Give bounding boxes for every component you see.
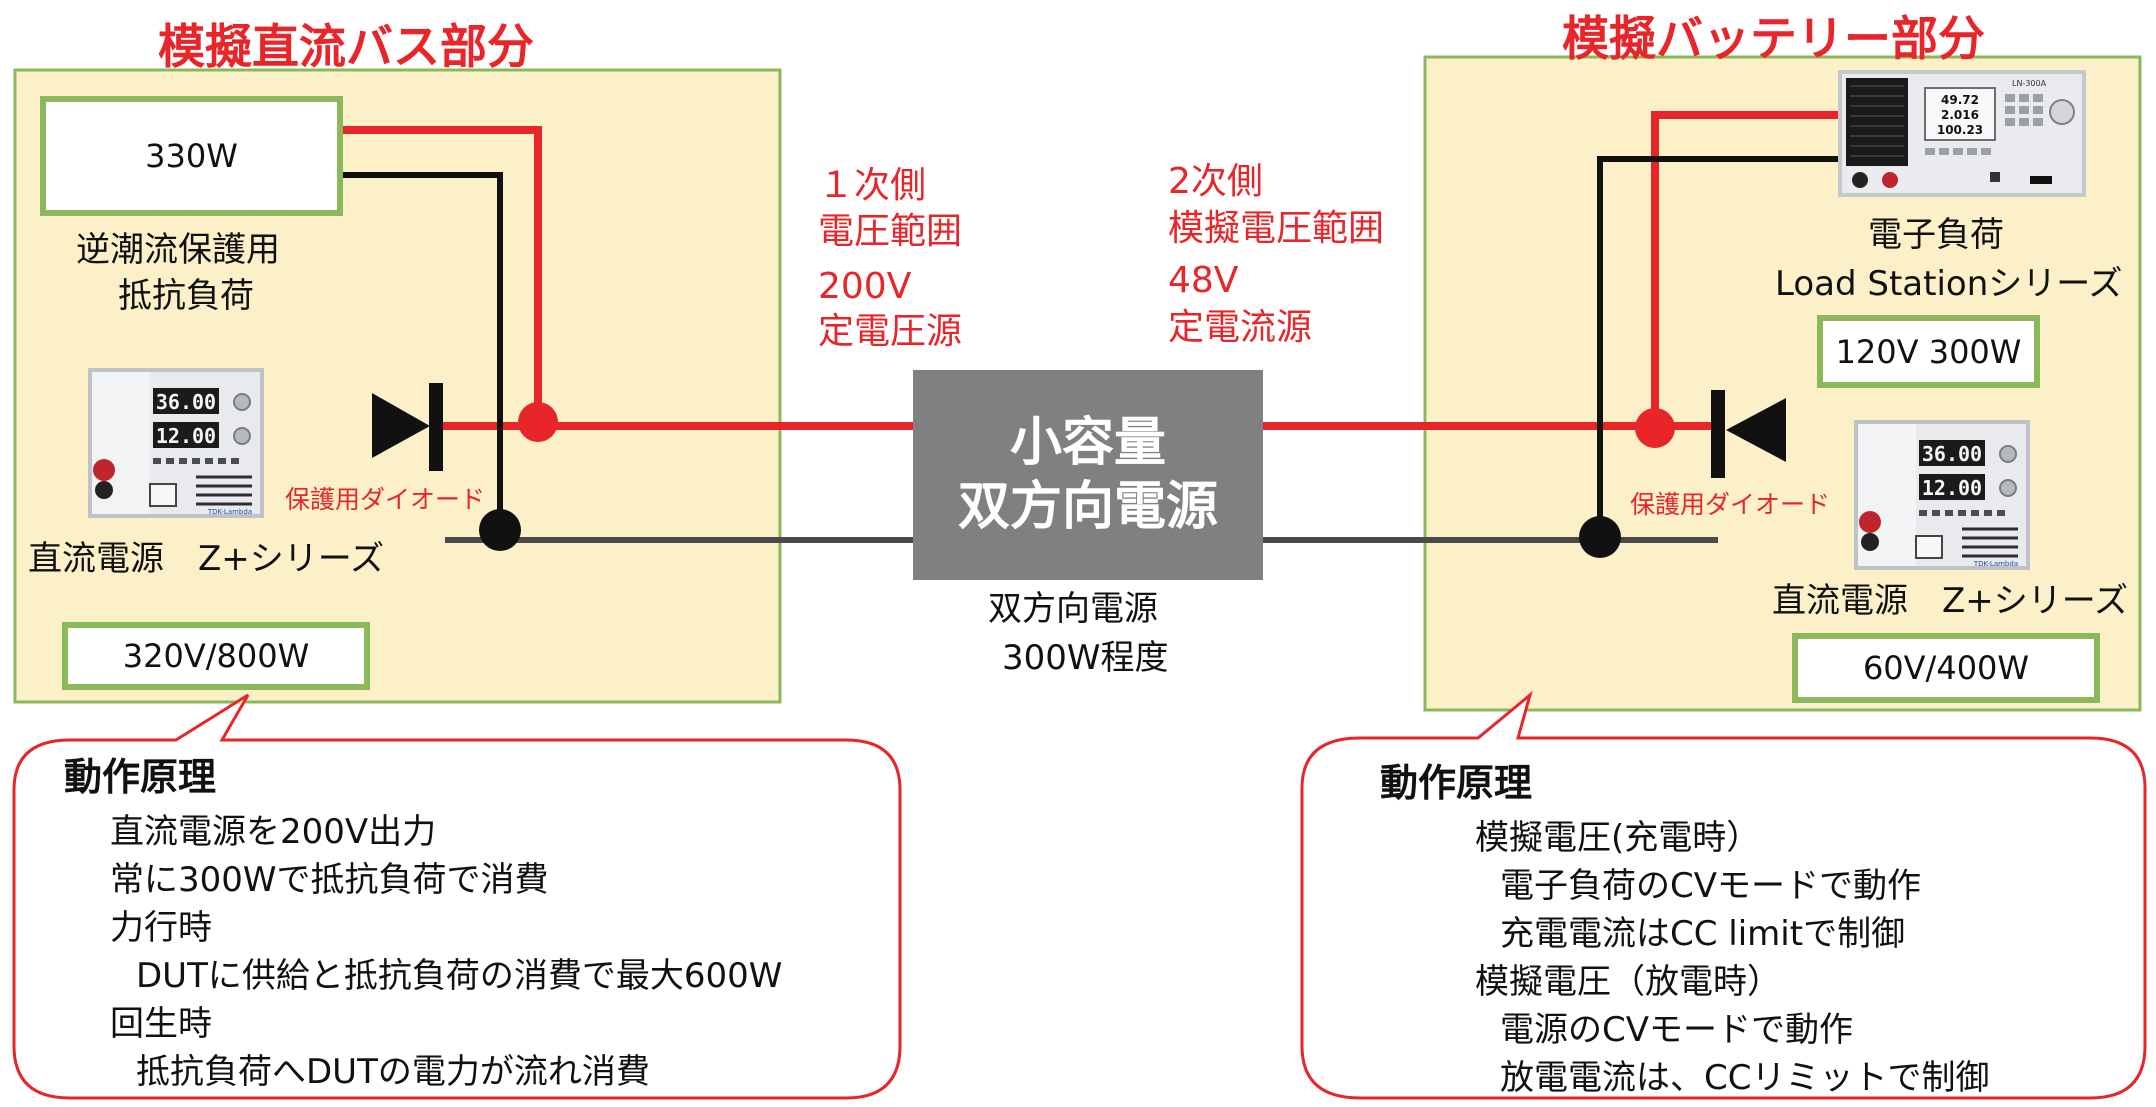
left-diode-label: 保護用ダイオード (285, 485, 486, 514)
bidirectional-psu-block (913, 370, 1263, 580)
primary-side-line2: 電圧範囲 (818, 211, 963, 252)
left-principle-line1: 直流電源を200V出力 (110, 812, 437, 852)
right-psu-caption: 直流電源 Z+シリーズ (1772, 581, 2129, 621)
right-psu-current-readout: 12.00 (1922, 476, 1982, 500)
load-model-label: LN-300A (2012, 79, 2047, 88)
right-callout-bubble (1300, 690, 2147, 1100)
left-principle-line5: 回生時 (110, 1004, 212, 1044)
left-principle-line2: 常に300Wで抵抗負荷で消費 (110, 860, 549, 900)
primary-side-line3: 200V (818, 266, 912, 307)
left-principle-line3: 力行時 (110, 908, 212, 948)
left-diode-icon (372, 383, 443, 471)
secondary-side-line1: 2次側 (1168, 161, 1263, 202)
left-principle-line4: DUTに供給と抵抗負荷の消費で最大600W (136, 956, 783, 996)
left-section-title: 模擬直流バス部分 (158, 20, 534, 75)
right-principle-line6: 放電電流は、CCリミットで制御 (1500, 1058, 1990, 1098)
right-diode-icon (1711, 390, 1786, 478)
load-caption-line1: 電子負荷 (1868, 215, 2004, 255)
right-principle-line5: 電源のCVモードで動作 (1500, 1010, 1853, 1050)
right-principle-line3: 充電電流はCC limitで制御 (1500, 914, 1906, 954)
electronic-load-image: 49.72 2.016 100.23 LN-300A (1838, 70, 2086, 197)
left-psu-brand-label: TDK-Lambda (207, 508, 252, 516)
left-dc-psu-image: 36.00 12.00 TDK-Lambda (88, 368, 264, 518)
junction-dot-left-negative (479, 509, 521, 551)
load-readout-2: 2.016 (1941, 108, 1979, 122)
junction-dot-left-positive (518, 402, 558, 442)
left-psu-voltage-readout: 36.00 (156, 390, 216, 414)
resistor-box: 330W (40, 96, 343, 216)
load-caption-line2: Load Stationシリーズ (1775, 264, 2123, 304)
resistor-box-label: 330W (145, 137, 238, 175)
resistor-caption-line2: 抵抗負荷 (118, 276, 254, 316)
bidirectional-psu-caption-line1: 双方向電源 (988, 589, 1158, 629)
bidirectional-psu-caption-line2: 300W程度 (1002, 638, 1169, 678)
right-principle-heading: 動作原理 (1380, 761, 1533, 805)
left-psu-spec-box: 320V/800W (62, 622, 370, 690)
right-diode-label: 保護用ダイオード (1630, 490, 1831, 519)
secondary-side-line4: 定電流源 (1168, 307, 1313, 348)
left-principle-line6: 抵抗負荷へDUTの電力が流れ消費 (136, 1052, 650, 1092)
right-principle-line1: 模擬電圧(充電時） (1475, 818, 1761, 858)
resistor-caption-line1: 逆潮流保護用 (76, 230, 280, 270)
load-spec: 120V 300W (1835, 332, 2022, 371)
secondary-side-line3: 48V (1168, 260, 1239, 301)
right-section-title: 模擬バッテリー部分 (1562, 12, 1985, 67)
left-callout-bubble (12, 693, 902, 1100)
bidirectional-psu-label: 小容量 双方向電源 (913, 411, 1263, 539)
right-principle-line4: 模擬電圧（放電時） (1475, 962, 1781, 1002)
right-principle-line2: 電子負荷のCVモードで動作 (1500, 866, 1921, 906)
bidirectional-psu-label-line1: 小容量 (1009, 413, 1166, 473)
left-psu-caption: 直流電源 Z+シリーズ (28, 539, 385, 579)
primary-side-line4: 定電圧源 (818, 311, 963, 352)
left-principle-heading: 動作原理 (64, 755, 217, 799)
left-psu-current-readout: 12.00 (156, 424, 216, 448)
secondary-side-line2: 模擬電圧範囲 (1168, 208, 1385, 249)
negative-wire (343, 156, 1845, 543)
bidirectional-psu-label-line2: 双方向電源 (957, 477, 1218, 537)
load-readout-3: 100.23 (1937, 123, 1983, 137)
load-readout-1: 49.72 (1941, 93, 1979, 107)
junction-dot-right-positive (1635, 408, 1675, 448)
right-dc-psu-image: 36.00 12.00 TDK-Lambda (1854, 420, 2030, 570)
right-psu-spec: 60V/400W (1862, 649, 2030, 687)
right-psu-brand-label: TDK-Lambda (1973, 560, 2018, 568)
left-psu-spec: 320V/800W (122, 637, 310, 675)
junction-dot-right-negative (1579, 516, 1621, 558)
load-spec-box: 120V 300W (1817, 315, 2040, 388)
right-psu-voltage-readout: 36.00 (1922, 442, 1982, 466)
primary-side-line1: １次側 (818, 165, 927, 206)
right-psu-spec-box: 60V/400W (1792, 633, 2100, 703)
